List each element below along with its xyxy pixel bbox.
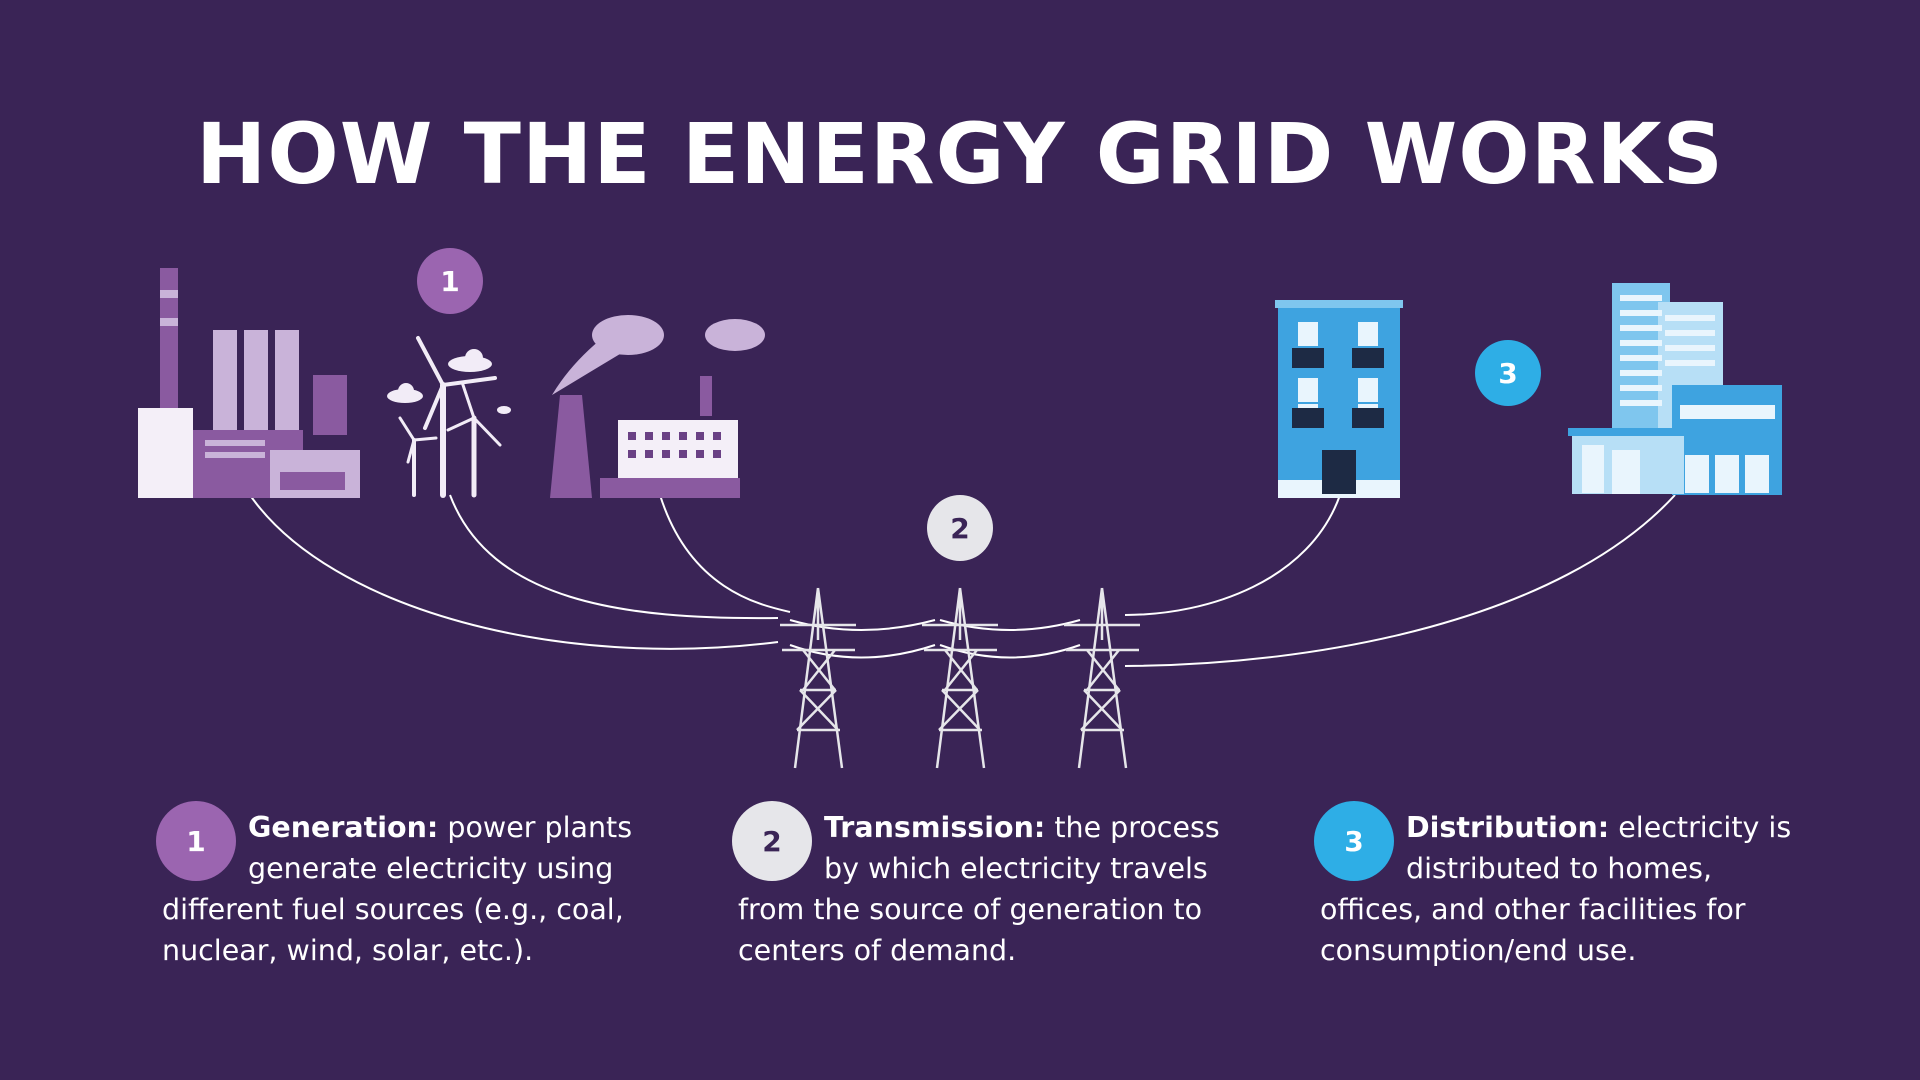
step-text: power plants generate electricity using … (162, 811, 633, 967)
nuclear-plant-icon (550, 315, 765, 498)
coal-power-plant-icon (138, 268, 360, 498)
transmission-tower (922, 587, 998, 769)
wire-wind (449, 494, 779, 620)
step-heading: Distribution: (1406, 811, 1610, 844)
step-generation: 1 Generation: power plants generate elec… (156, 801, 652, 971)
wire-apartment (1124, 494, 1341, 616)
apartment-building-icon (1275, 300, 1403, 498)
transmission-tower (780, 587, 856, 769)
badge-generation-number: 1 (440, 265, 459, 298)
transmission-towers-icon (780, 587, 1140, 769)
wire-plant-1 (249, 494, 779, 650)
office-buildings-icon (1568, 283, 1782, 495)
cloud-icons (387, 349, 511, 414)
badge-generation: 1 (417, 248, 483, 314)
step-text: the process by which electricity travels… (738, 811, 1220, 967)
badge-transmission-number: 2 (950, 512, 969, 545)
step-transmission: 2 Transmission: the process by which ele… (732, 801, 1228, 971)
step-number: 2 (732, 801, 812, 881)
wire-plant-2 (659, 494, 791, 613)
wire-office (1124, 494, 1676, 667)
transmission-tower (1064, 587, 1140, 769)
step-number: 3 (1314, 801, 1394, 881)
energy-grid-illustration: 1 2 3 (138, 248, 1782, 769)
step-heading: Generation: (248, 811, 439, 844)
page-title: HOW THE ENERGY GRID WORKS (196, 105, 1724, 203)
step-distribution: 3 Distribution: electricity is distribut… (1314, 801, 1810, 971)
badge-distribution-number: 3 (1498, 357, 1517, 390)
step-heading: Transmission: (824, 811, 1046, 844)
step-text: electricity is distributed to homes, off… (1320, 811, 1792, 967)
badge-distribution: 3 (1475, 340, 1541, 406)
step-number: 1 (156, 801, 236, 881)
wind-turbines-icon (398, 336, 502, 498)
badge-transmission: 2 (927, 495, 993, 561)
